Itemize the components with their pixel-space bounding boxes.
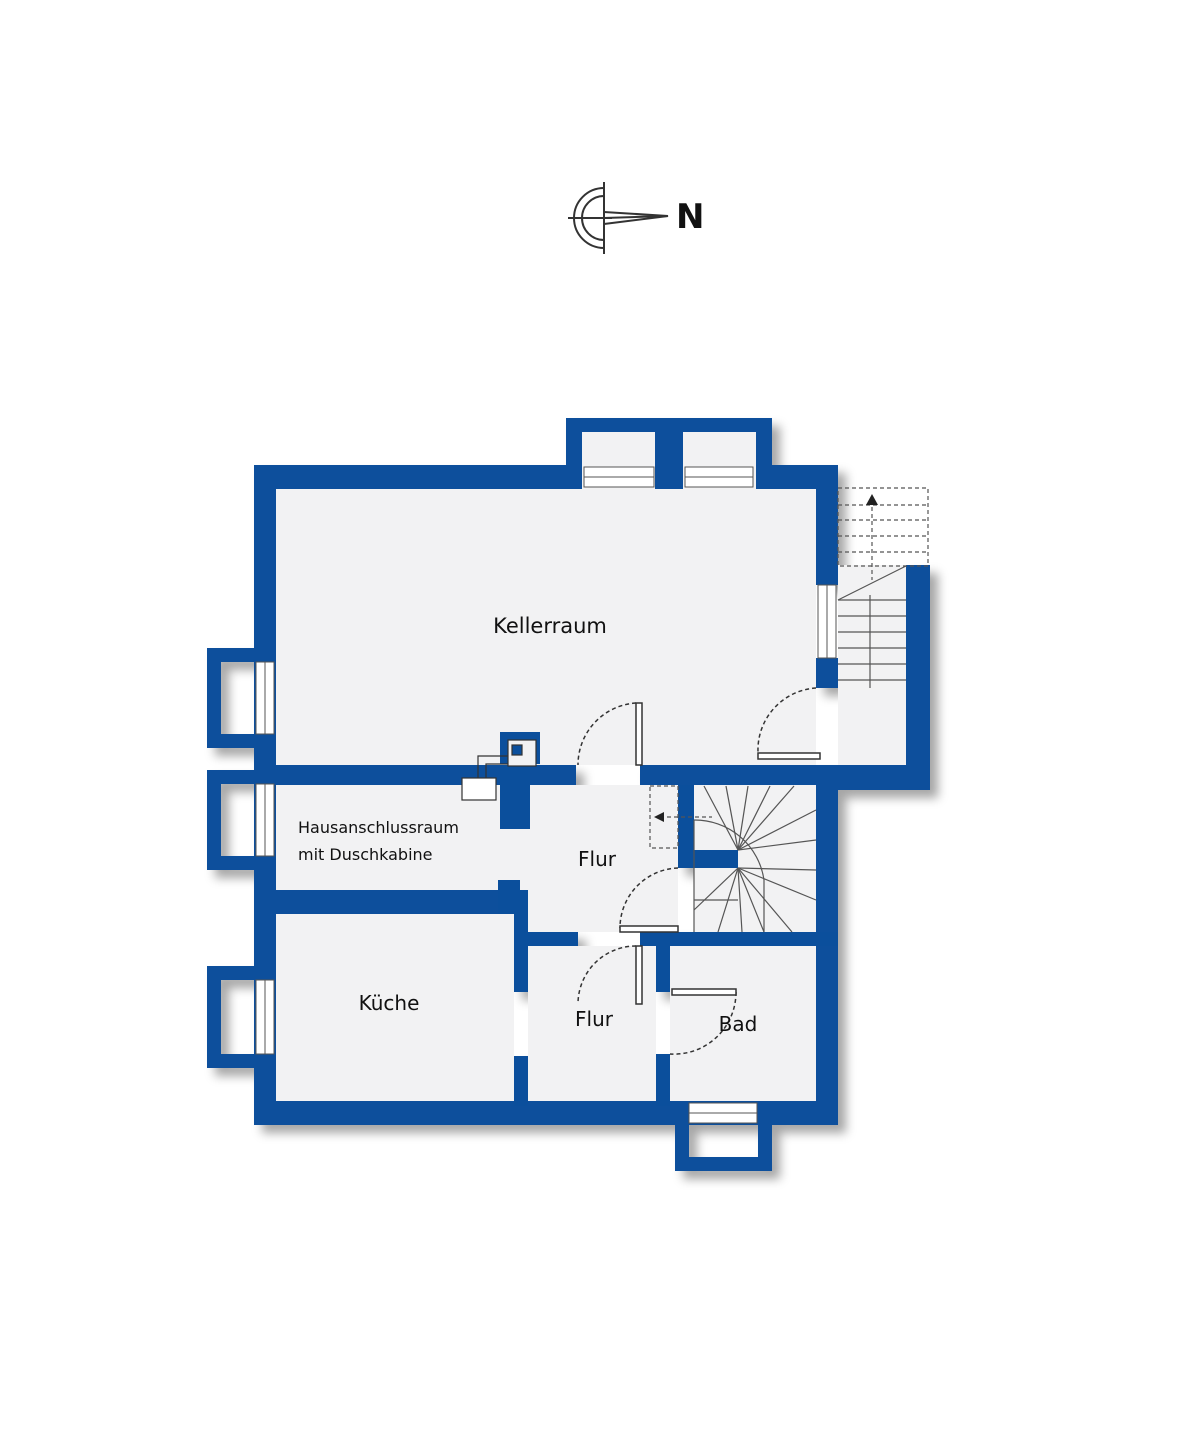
inner-staircase bbox=[649, 785, 817, 933]
room-label-flur-upper: Flur bbox=[578, 847, 617, 871]
room-label-flur-lower: Flur bbox=[575, 1007, 614, 1031]
room-label-hausanschluss-line2: mit Duschkabine bbox=[298, 845, 433, 864]
room-labels: Kellerraum Hausanschlussraum mit Duschka… bbox=[298, 614, 757, 1036]
windows bbox=[255, 466, 837, 1124]
room-label-kellerraum: Kellerraum bbox=[493, 614, 607, 638]
room-label-hausanschluss-line1: Hausanschlussraum bbox=[298, 818, 459, 837]
outer-staircase bbox=[837, 487, 929, 688]
floor-areas bbox=[276, 432, 906, 1101]
room-label-kueche: Küche bbox=[359, 991, 420, 1015]
chimney-installation bbox=[461, 739, 537, 801]
north-arrow-icon bbox=[568, 182, 669, 254]
doors bbox=[577, 687, 821, 1055]
north-label: N bbox=[676, 197, 704, 237]
room-label-bad: Bad bbox=[719, 1012, 758, 1036]
